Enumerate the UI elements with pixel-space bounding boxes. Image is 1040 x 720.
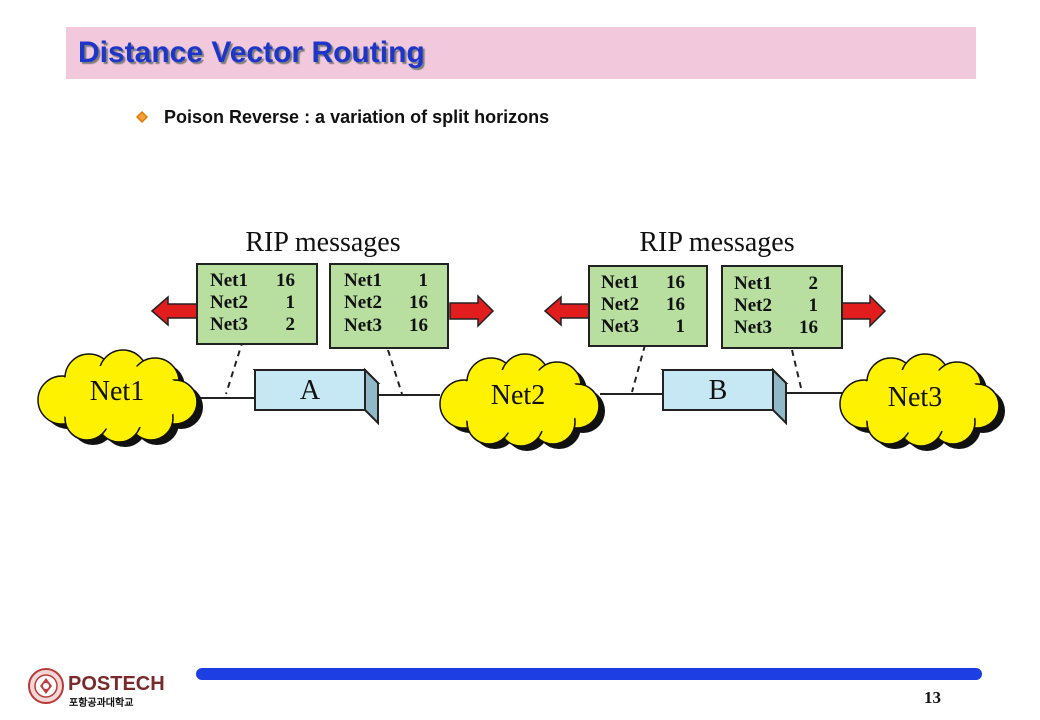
router-b: B — [660, 367, 789, 426]
logo-wordmark: POSTECH — [68, 673, 165, 695]
postech-logo: POSTECH 포항공과대학교 — [28, 664, 178, 710]
page-title: Distance Vector Routing — [78, 36, 425, 69]
network-cloud-net3: Net3 — [839, 353, 1005, 451]
rip-table-cell: Net3 — [344, 315, 382, 336]
rip-table-1: Net1 16 Net2 1 Net3 2 — [196, 263, 318, 345]
router-a: A — [252, 367, 381, 426]
footer-divider — [196, 668, 982, 680]
rip-table-cell: Net1 — [734, 273, 772, 294]
rip-messages-heading-1: RIP messages — [245, 227, 400, 258]
rip-table-cell: Net1 — [601, 272, 639, 293]
rip-table-cell: 16 — [409, 315, 428, 336]
network-links — [196, 392, 845, 399]
rip-table-cell: 2 — [809, 273, 819, 294]
rip-table-cell: 1 — [419, 270, 429, 291]
rip-table-cell: Net2 — [344, 292, 382, 313]
logo-subtext: 포항공과대학교 — [69, 696, 133, 709]
rip-table-cell: 1 — [809, 295, 819, 316]
rip-table-cell: 16 — [409, 292, 428, 313]
network-label: Net1 — [90, 376, 144, 407]
rip-table-cell: 16 — [799, 317, 818, 338]
dashed-connectors — [225, 339, 803, 395]
rip-messages-heading-2: RIP messages — [639, 227, 794, 258]
arrow-left-icon — [150, 295, 199, 327]
rip-table-2: Net1 1 Net2 16 Net3 16 — [329, 263, 449, 349]
rip-table-cell: Net1 — [210, 270, 248, 291]
network-label: Net2 — [491, 380, 545, 411]
network-label: Net3 — [888, 382, 942, 413]
rip-table-cell: Net1 — [344, 270, 382, 291]
rip-table-4: Net1 2 Net2 1 Net3 16 — [721, 265, 843, 349]
rip-table-cell: 16 — [666, 272, 685, 293]
page-number: 13 — [924, 688, 941, 707]
rip-table-cell: 2 — [286, 314, 296, 335]
network-cloud-net2: Net2 — [439, 353, 605, 451]
arrow-right-icon — [449, 294, 495, 328]
bullet-text: Poison Reverse : a variation of split ho… — [164, 106, 550, 127]
rip-table-cell: 1 — [286, 292, 296, 313]
arrow-left-icon — [543, 295, 591, 327]
arrow-right-icon — [841, 294, 887, 328]
rip-table-cell: 16 — [666, 294, 685, 315]
bullet-item: Poison Reverse : a variation of split ho… — [136, 104, 549, 130]
rip-table-cell: Net2 — [734, 295, 772, 316]
rip-table-cell: 16 — [276, 270, 295, 291]
rip-table-3: Net1 16 Net2 16 Net3 1 — [588, 265, 708, 347]
diamond-bullet-icon — [136, 111, 148, 123]
rip-table-cell: Net3 — [601, 316, 639, 337]
title-bar: Distance Vector Routing — [66, 27, 976, 79]
router-label: B — [709, 375, 728, 406]
network-cloud-net1: Net1 — [37, 349, 203, 447]
rip-table-cell: Net2 — [210, 292, 248, 313]
rip-table-cell: Net3 — [210, 314, 248, 335]
rip-table-cell: 1 — [676, 316, 686, 337]
rip-table-cell: Net2 — [601, 294, 639, 315]
rip-table-cell: Net3 — [734, 317, 772, 338]
router-label: A — [300, 375, 321, 406]
routing-diagram: RIP messages RIP messages Net1 16 Net2 1… — [37, 227, 1005, 451]
university-seal-icon — [28, 668, 64, 704]
